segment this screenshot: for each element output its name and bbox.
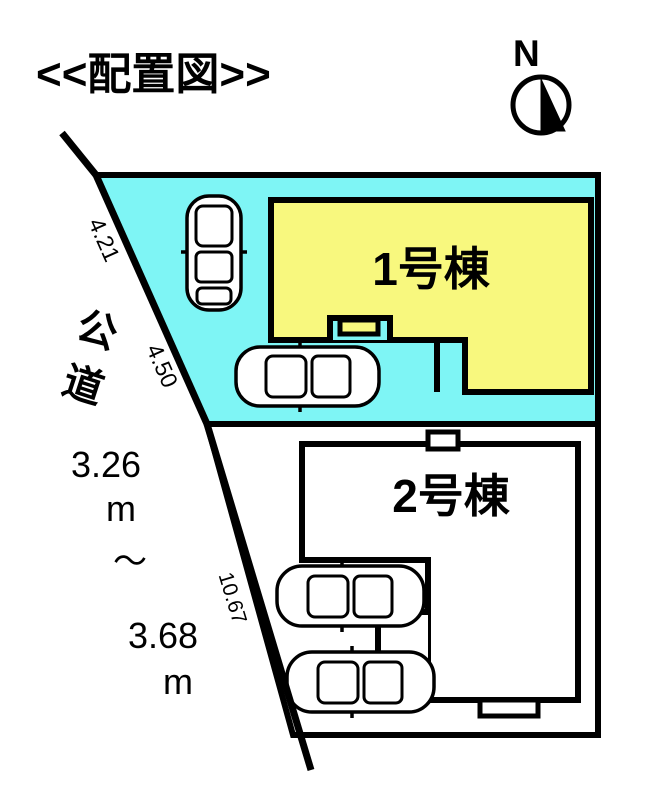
lot-2-car-upper <box>275 560 426 632</box>
car-windshield <box>316 660 360 705</box>
road-boundary-seg-top <box>59 130 99 178</box>
car-rear-window <box>195 286 233 306</box>
road-boundary-line <box>59 130 315 772</box>
lot-2-car-lower <box>285 646 436 718</box>
car-roof <box>362 660 404 705</box>
lot-2-group: 2号棟 <box>203 421 601 738</box>
lot-1-car-vertical <box>181 194 247 312</box>
car-body <box>285 650 436 714</box>
building-2-porch-step <box>425 429 461 452</box>
building-1-label: 1号棟 <box>372 243 491 295</box>
page-title: <<配置図>> <box>36 50 271 99</box>
compass-north-label: N <box>513 33 540 74</box>
road-width-to-unit: m <box>163 661 193 702</box>
car-body <box>275 564 426 628</box>
building-1-footprint <box>268 197 594 395</box>
compass-rose: N <box>510 33 572 136</box>
compass-needle-icon <box>540 78 566 132</box>
road-width-range-separator: ～ <box>113 543 147 581</box>
car-windshield <box>306 574 350 619</box>
road-width-label: 3.26 m ～ 3.68 m <box>71 444 198 702</box>
building-1-porch-step <box>337 317 381 337</box>
road-width-from-unit: m <box>106 488 136 529</box>
car-windshield <box>264 354 308 399</box>
building-2-label: 2号棟 <box>392 470 511 522</box>
road-width-to-value: 3.68 <box>128 615 198 656</box>
road-boundary-seg-lower <box>203 422 315 772</box>
road-width-from-value: 3.26 <box>71 444 141 485</box>
building-2-rear-step <box>477 697 541 719</box>
car-roof <box>310 354 352 399</box>
car-roof <box>194 250 234 284</box>
car-roof <box>352 574 394 619</box>
car-windshield <box>194 204 234 248</box>
lot-1-car-horizontal <box>234 341 381 412</box>
road-boundary-seg-upper <box>92 173 211 426</box>
